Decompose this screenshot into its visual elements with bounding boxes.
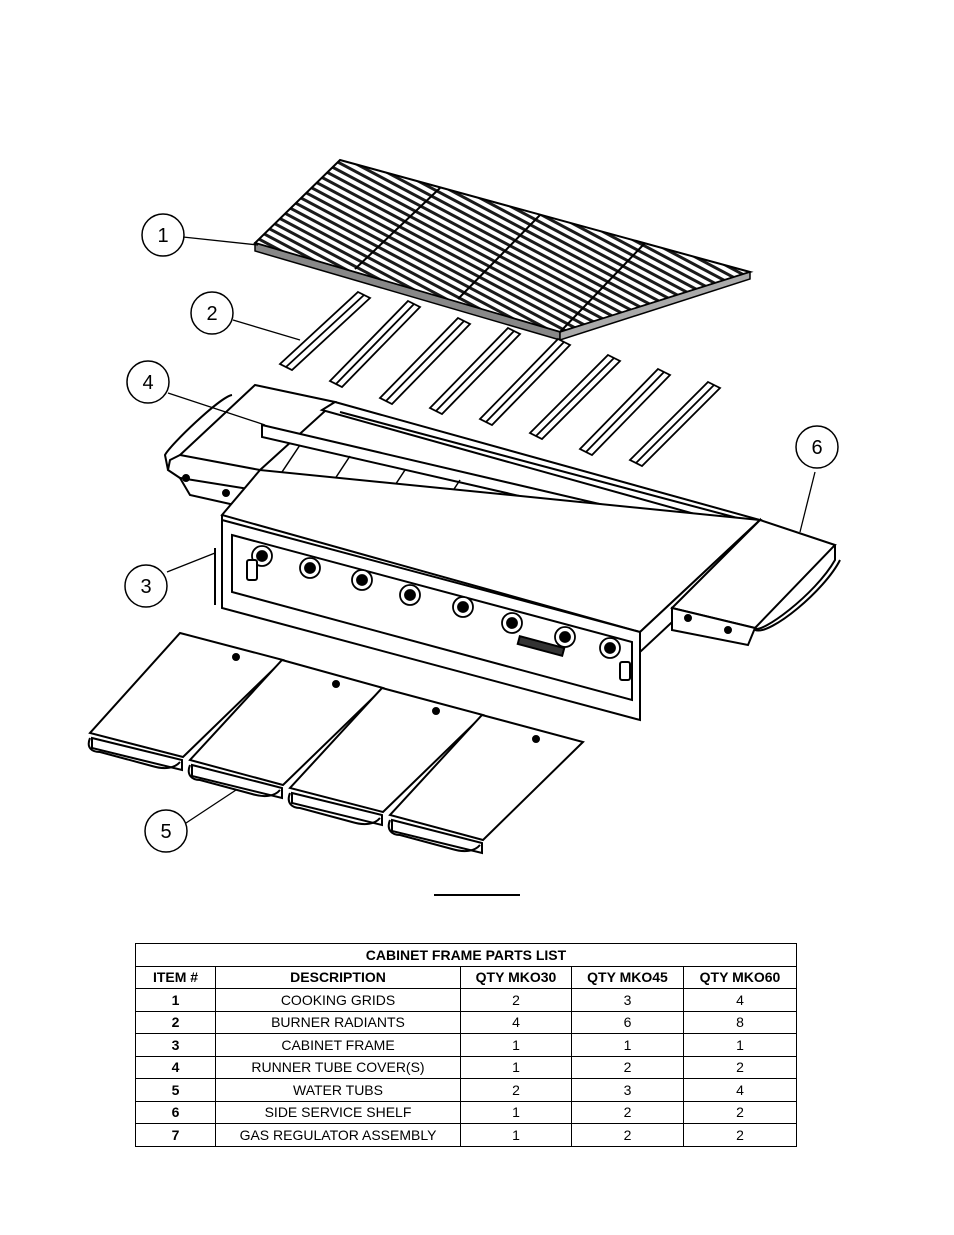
callout-1-label: 1 [157,225,168,247]
qty-mko60: 8 [683,1010,797,1034]
table-row: 2 BURNER RADIANTS 4 6 8 [135,1010,797,1034]
qty-mko30: 1 [460,1123,572,1147]
callout-3: 3 [124,564,168,608]
qty-mko45: 2 [571,1055,684,1079]
cabinet-frame-drawing [163,383,841,722]
qty-mko60: 2 [683,1055,797,1079]
qty-mko30: 2 [460,988,572,1012]
description: CABINET FRAME [215,1033,461,1057]
qty-mko45: 3 [571,1078,684,1102]
callout-4-label: 4 [142,372,153,394]
callout-5-label: 5 [160,821,171,843]
qty-mko45: 6 [571,1010,684,1034]
qty-mko45: 2 [571,1100,684,1124]
description: SIDE SERVICE SHELF [215,1100,461,1124]
qty-mko30: 1 [460,1055,572,1079]
table-header-row: ITEM # DESCRIPTION QTY MKO30 QTY MKO45 Q… [135,965,797,989]
callout-leader-lines [166,236,816,826]
table-row: 1 COOKING GRIDS 2 3 4 [135,988,797,1012]
table-row: 5 WATER TUBS 2 3 4 [135,1078,797,1102]
header-qty-mko30: QTY MKO30 [460,965,572,989]
qty-mko30: 4 [460,1010,572,1034]
item-number: 7 [135,1123,216,1147]
header-qty-mko45: QTY MKO45 [571,965,684,989]
qty-mko30: 1 [460,1033,572,1057]
item-number: 6 [135,1100,216,1124]
callout-5: 5 [144,809,188,853]
table-row: 3 CABINET FRAME 1 1 1 [135,1033,797,1057]
item-number: 5 [135,1078,216,1102]
cooking-grids-drawing [253,158,754,342]
description: RUNNER TUBE COVER(S) [215,1055,461,1079]
qty-mko30: 2 [460,1078,572,1102]
table-row: 6 SIDE SERVICE SHELF 1 2 2 [135,1100,797,1124]
description: GAS REGULATOR ASSEMBLY [215,1123,461,1147]
item-number: 4 [135,1055,216,1079]
qty-mko60: 4 [683,988,797,1012]
table-row: 7 GAS REGULATOR ASSEMBLY 1 2 2 [135,1123,797,1147]
qty-mko60: 4 [683,1078,797,1102]
callout-2-label: 2 [206,303,217,325]
item-number: 1 [135,988,216,1012]
callout-2: 2 [190,291,234,335]
qty-mko30: 1 [460,1100,572,1124]
header-item: ITEM # [135,965,216,989]
callout-3-label: 3 [140,576,151,598]
qty-mko45: 1 [571,1033,684,1057]
callout-4: 4 [126,360,170,404]
description: COOKING GRIDS [215,988,461,1012]
exploded-parts-diagram: 1 2 3 4 5 6 [87,158,841,855]
table-title: CABINET FRAME PARTS LIST [135,943,797,967]
header-qty-mko60: QTY MKO60 [683,965,797,989]
table-row: 4 RUNNER TUBE COVER(S) 1 2 2 [135,1055,797,1079]
burner-radiants-drawing [278,290,722,468]
description: BURNER RADIANTS [215,1010,461,1034]
qty-mko60: 2 [683,1100,797,1124]
callout-6-label: 6 [811,437,822,459]
item-number: 2 [135,1010,216,1034]
callout-6: 6 [795,425,839,469]
qty-mko45: 3 [571,988,684,1012]
item-number: 3 [135,1033,216,1057]
figure-underline [434,894,520,896]
qty-mko60: 2 [683,1123,797,1147]
header-description: DESCRIPTION [215,965,461,989]
parts-list-table: CABINET FRAME PARTS LIST ITEM # DESCRIPT… [135,943,797,1147]
description: WATER TUBS [215,1078,461,1102]
water-tubs-drawing [87,631,585,855]
callout-1: 1 [141,213,185,257]
qty-mko45: 2 [571,1123,684,1147]
qty-mko60: 1 [683,1033,797,1057]
